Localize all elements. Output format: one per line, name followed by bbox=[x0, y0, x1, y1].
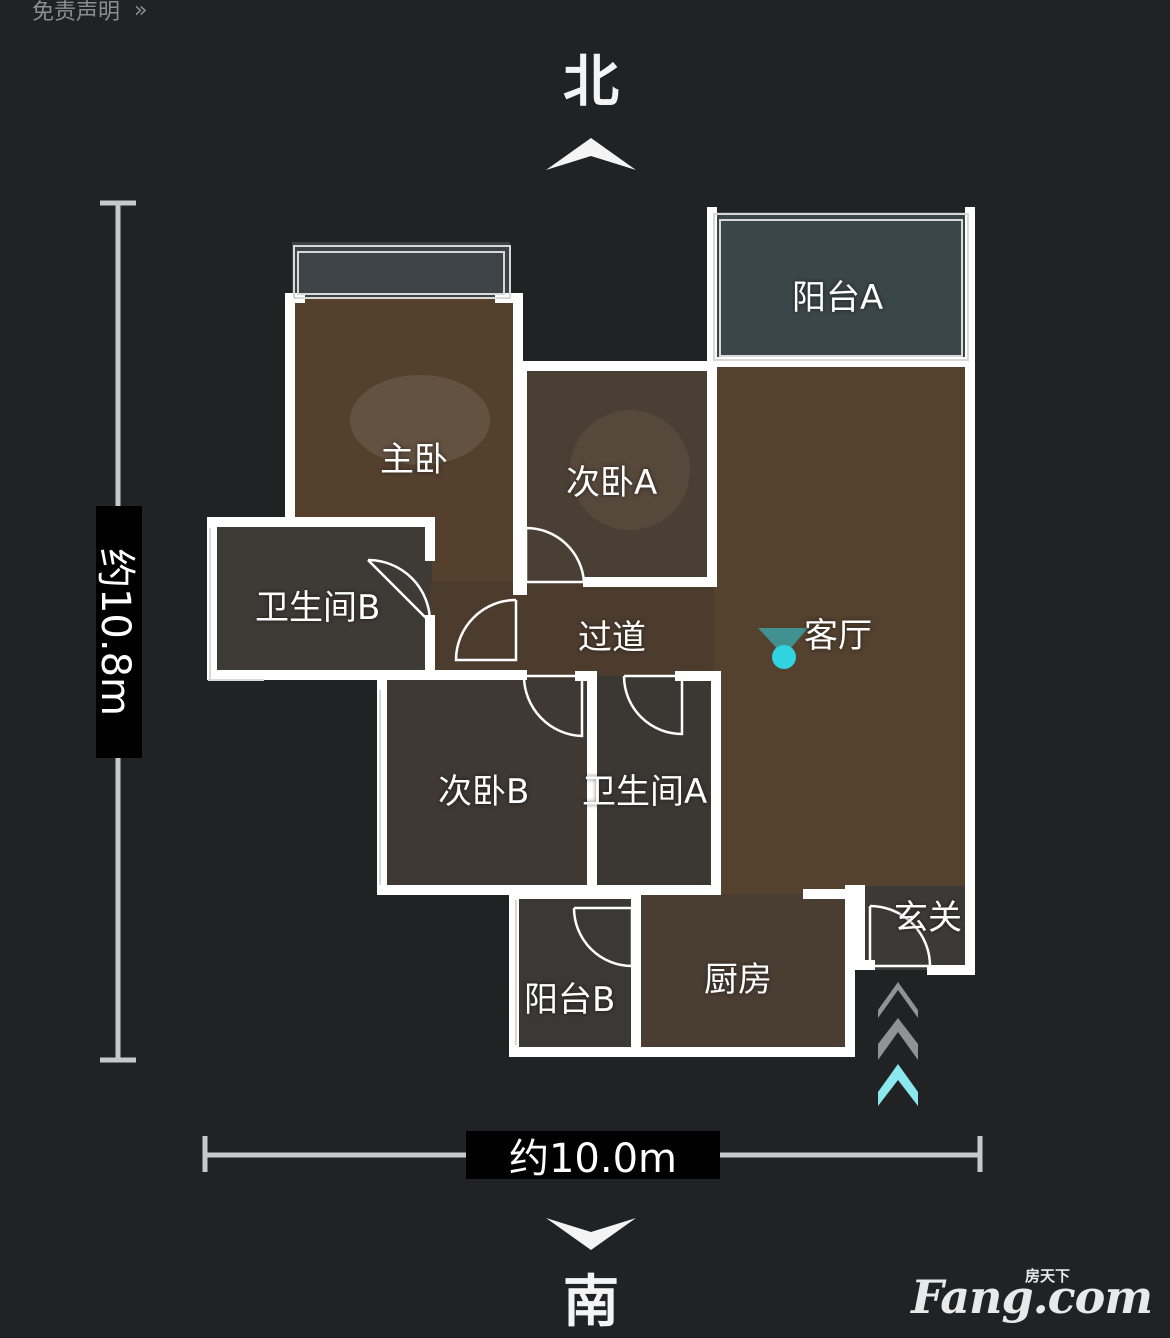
chevron-right-icon: » bbox=[134, 0, 148, 23]
view-cone-icon bbox=[758, 628, 808, 656]
location-marker-icon bbox=[772, 645, 796, 669]
room-label-second-bedroom-a: 次卧A bbox=[566, 463, 658, 503]
room-label-bathroom-a: 卫生间A bbox=[582, 772, 708, 812]
disclaimer-label: 免责声明 bbox=[32, 0, 121, 25]
room-label-bathroom-b: 卫生间B bbox=[255, 588, 381, 628]
height-dimension-text: 约10.8m bbox=[92, 547, 138, 717]
room-label-living-room: 客厅 bbox=[804, 616, 872, 656]
room-label-kitchen: 厨房 bbox=[704, 960, 772, 1000]
walls bbox=[207, 207, 975, 1057]
logo-wordmark: Fang.com bbox=[911, 1270, 1153, 1324]
north-label: 北 bbox=[563, 50, 619, 115]
room-label-second-bedroom-b: 次卧B bbox=[438, 772, 530, 812]
height-dimension-label: 约10.8m bbox=[92, 506, 142, 758]
room-label-corridor: 过道 bbox=[578, 618, 646, 658]
room-label-balcony-b: 阳台B bbox=[524, 980, 616, 1020]
north-arrow-icon bbox=[546, 138, 636, 170]
fang-logo: Fang.com bbox=[911, 1270, 1153, 1324]
room-label-master-bedroom: 主卧 bbox=[380, 440, 448, 480]
room-floors bbox=[212, 212, 974, 1050]
balcony-railings bbox=[208, 213, 969, 1045]
entry-arrows-icon bbox=[878, 982, 918, 1106]
room-label-entrance: 玄关 bbox=[894, 898, 962, 938]
doors bbox=[367, 526, 932, 968]
room-label-balcony-a: 阳台A bbox=[792, 278, 884, 318]
logo-subtitle: 房天下 bbox=[1024, 1267, 1070, 1285]
south-label: 南 bbox=[563, 1270, 619, 1335]
width-dimension-label: 约10.0m bbox=[466, 1131, 720, 1182]
disclaimer-link[interactable]: 免责声明 » bbox=[32, 0, 147, 26]
south-arrow-icon bbox=[546, 1218, 636, 1250]
